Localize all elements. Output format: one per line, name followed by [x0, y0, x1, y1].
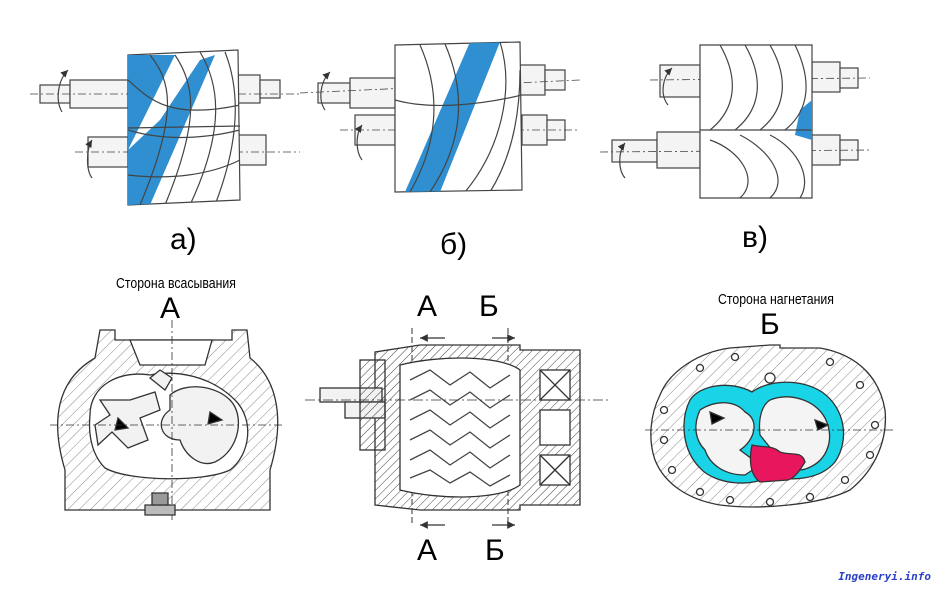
- section-mark-a-bottom: А: [417, 534, 438, 567]
- section-mark-b-top: Б: [479, 290, 499, 323]
- caption-c: в): [742, 221, 768, 254]
- rotor-pair-c: [599, 44, 871, 199]
- suction-side-letter: А: [160, 292, 181, 325]
- section-mark-a-top: А: [417, 290, 438, 323]
- rotor-pair-b: [299, 41, 581, 193]
- watermark: Ingeneryi.info: [838, 570, 931, 583]
- longitudinal-section: [305, 328, 610, 529]
- suction-section: [50, 320, 285, 520]
- caption-b: б): [440, 228, 468, 261]
- discharge-section: [645, 344, 895, 508]
- suction-side-title: Сторона всасывания: [116, 275, 236, 292]
- section-mark-b-bottom: Б: [485, 534, 505, 567]
- discharge-side-title: Сторона нагнетания: [718, 291, 834, 308]
- discharge-side-letter: Б: [760, 308, 780, 341]
- rotor-pair-a: [30, 49, 300, 206]
- caption-a: а): [170, 223, 197, 256]
